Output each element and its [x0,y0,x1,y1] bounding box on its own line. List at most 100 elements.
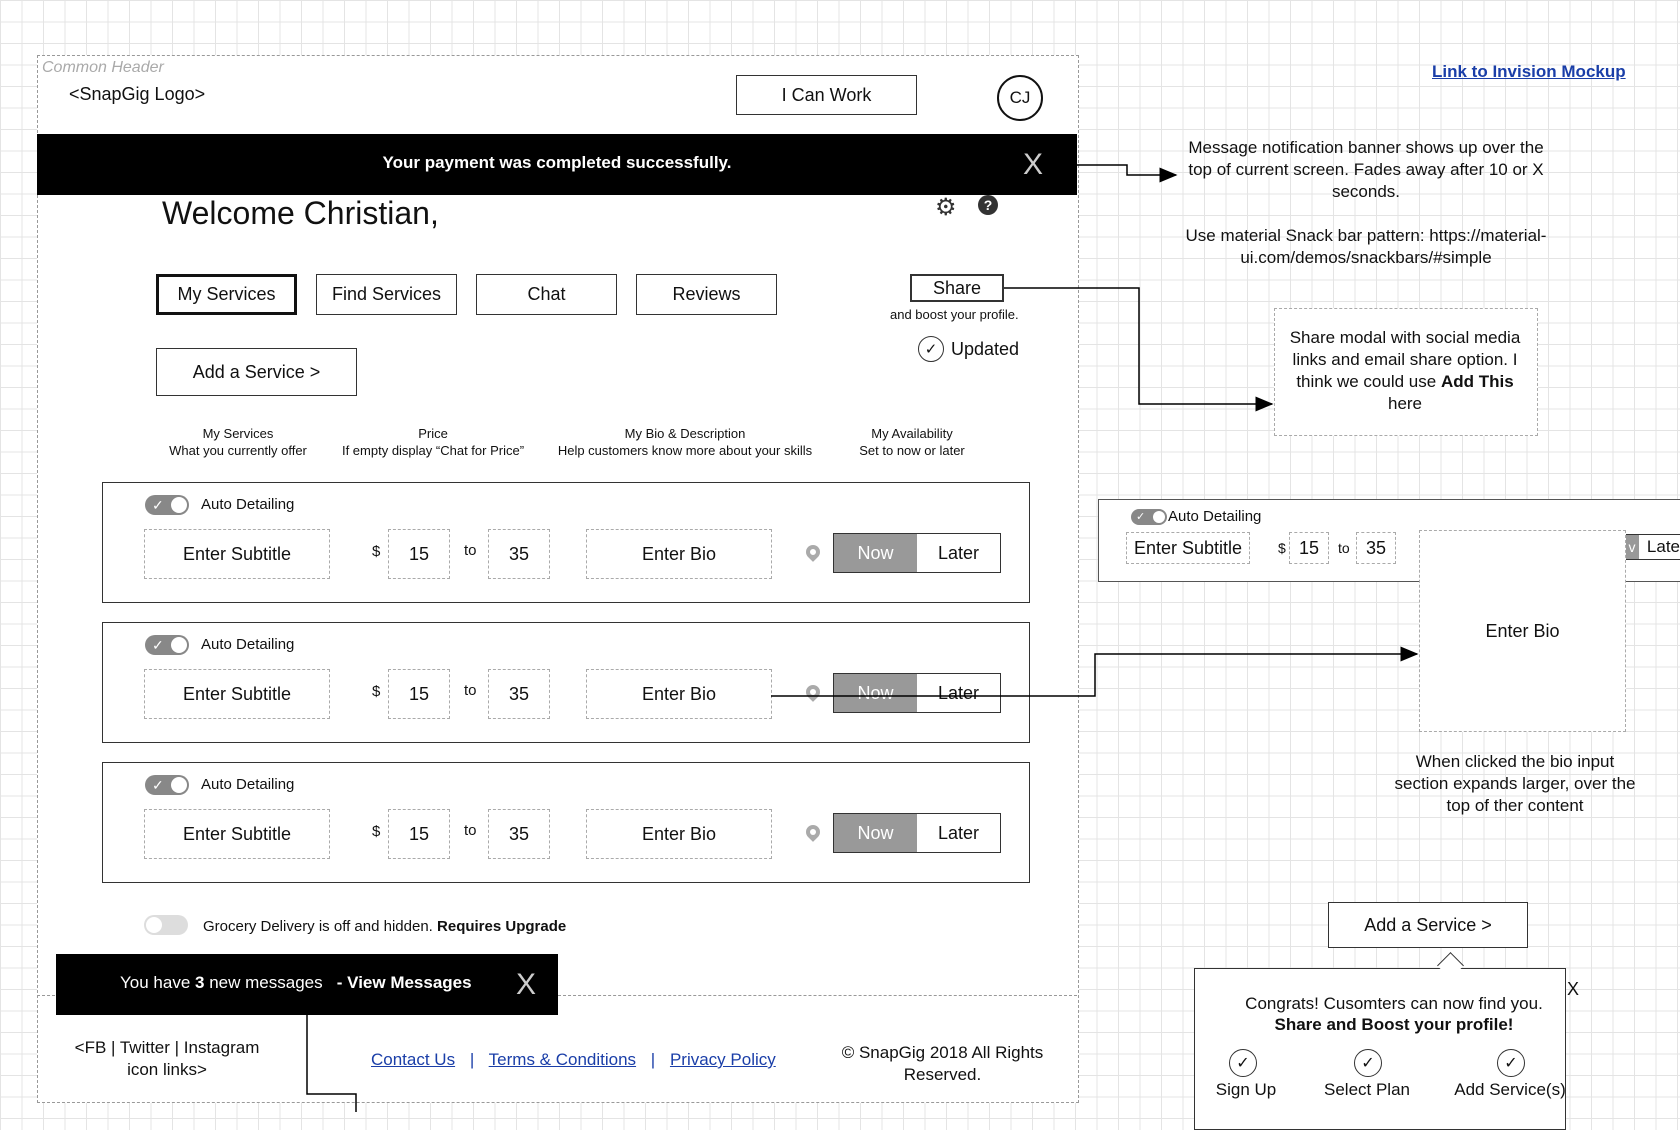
price-min-input[interactable]: 15 [1289,532,1329,564]
price-max-input[interactable]: 35 [488,809,550,859]
later-option[interactable]: Later [937,682,980,703]
bio-input[interactable]: Enter Bio [586,809,772,859]
header-caption: Common Header [42,59,164,76]
bio-input[interactable]: Enter Bio [586,529,772,579]
snackbar-note: Message notification banner shows up ove… [1188,138,1544,201]
availability-toggle[interactable]: Now Later [833,813,1001,853]
service-name: Auto Detailing [201,496,295,513]
currency-label: $ [372,823,381,840]
snackbar-message: Your payment was completed successfully. [382,153,732,172]
now-option[interactable]: v [1625,535,1639,559]
share-button[interactable]: Share [910,274,1004,302]
currency-label: $ [1278,540,1286,556]
to-label: to [464,542,477,559]
price-max-input[interactable]: 35 [488,669,550,719]
service-toggle[interactable]: ✓ [145,775,189,795]
bio-connector [771,646,1419,697]
gear-icon[interactable]: ⚙ [935,194,957,221]
invision-link[interactable]: Link to Invision Mockup [1432,62,1626,81]
check-icon: ✓ [1354,1049,1382,1077]
privacy-link[interactable]: Privacy Policy [669,1050,776,1069]
later-option[interactable]: Later [937,822,980,843]
social-links-placeholder: <FB | Twitter | Instagram icon links> [74,1038,260,1079]
check-icon: ✓ [918,336,944,362]
service-card: ✓ Auto Detailing Enter Subtitle $ 15 to … [102,482,1030,603]
share-modal-note: Share modal with social media links and … [1289,328,1521,413]
price-min-input[interactable]: 15 [388,809,450,859]
messages-close-icon[interactable]: X [516,968,537,1001]
check-icon: ✓ [1229,1049,1257,1077]
tab-find-services[interactable]: Find Services [316,274,457,315]
service-name: Auto Detailing [1168,508,1262,525]
availability-toggle[interactable]: v Late [1624,534,1680,560]
price-max-input[interactable]: 35 [488,529,550,579]
subtitle-input[interactable]: Enter Subtitle [1126,532,1250,564]
snackbar-close-icon[interactable]: X [1022,148,1043,181]
help-icon[interactable]: ? [978,195,998,215]
subtitle-input[interactable]: Enter Subtitle [144,809,330,859]
i-can-work-button[interactable]: I Can Work [736,75,917,115]
now-option[interactable]: Now [834,534,917,572]
subtitle-input[interactable]: Enter Subtitle [144,669,330,719]
availability-toggle[interactable]: Now Later [833,533,1001,573]
updated-label: Updated [951,339,1020,359]
later-option[interactable]: Later [937,542,980,563]
add-service-button[interactable]: Add a Service > [156,348,357,396]
bio-note: When clicked the bio input section expan… [1394,752,1636,815]
subtitle-input[interactable]: Enter Subtitle [144,529,330,579]
service-name: Auto Detailing [201,636,295,653]
currency-label: $ [372,543,381,560]
price-max-input[interactable]: 35 [1356,532,1396,564]
messages-banner: You have 3 new messages - View Messages … [56,954,558,1015]
now-option[interactable]: Now [834,814,917,852]
messages-connector [306,1015,357,1112]
bio-input[interactable]: Enter Bio [586,669,772,719]
service-toggle[interactable]: ✓ [1131,509,1167,525]
snackbar-connector [1077,164,1178,183]
step-select-plan: Select Plan [1324,1080,1410,1099]
share-modal-placeholder [1274,308,1538,436]
tab-my-services[interactable]: My Services [156,274,297,315]
tab-reviews[interactable]: Reviews [636,274,777,315]
service-card: ✓ Auto Detailing Enter Subtitle $ 15 to … [102,622,1030,743]
availability-toggle[interactable]: Now Later [833,673,1001,713]
welcome-title: Welcome Christian, [162,195,439,231]
now-option[interactable]: Now [834,674,917,712]
logo-placeholder: <SnapGig Logo> [69,84,206,104]
share-connector [1004,287,1274,412]
snackbar-pattern-note: Use material Snack bar pattern: https://… [1185,226,1547,267]
copyright: © SnapGig 2018 All Rights Reserved. [841,1043,1044,1084]
expanded-bio-input[interactable]: Enter Bio [1419,530,1626,732]
congrats-line1: Congrats! Cusomters can now find you. [1245,994,1543,1013]
price-min-input[interactable]: 15 [388,669,450,719]
terms-link[interactable]: Terms & Conditions [488,1050,637,1069]
congrats-line2: Share and Boost your profile! [1274,1015,1514,1034]
avatar[interactable]: CJ [997,75,1043,121]
step-sign-up: Sign Up [1215,1080,1277,1099]
footer-links: Contact Us | Terms & Conditions | Privac… [371,1050,776,1069]
step-add-services: Add Service(s) [1454,1080,1566,1099]
check-icon: ✓ [1497,1049,1525,1077]
currency-label: $ [372,683,381,700]
messages-text: You have 3 new messages - View Messages [120,973,472,992]
service-toggle[interactable]: ✓ [145,635,189,655]
snackbar: Your payment was completed successfully.… [37,134,1077,195]
view-messages-link[interactable]: - View Messages [336,973,472,992]
to-label: to [464,822,477,839]
later-option[interactable]: Late [1646,537,1680,556]
contact-link[interactable]: Contact Us [371,1050,456,1069]
service-name: Auto Detailing [201,776,295,793]
add-service-button[interactable]: Add a Service > [1328,902,1528,948]
to-label: to [1338,540,1350,556]
tab-chat[interactable]: Chat [476,274,617,315]
price-min-input[interactable]: 15 [388,529,450,579]
congrats-popover [1194,968,1566,1130]
service-toggle[interactable]: ✓ [145,495,189,515]
popover-close-icon[interactable]: X [1567,979,1580,999]
grocery-toggle[interactable] [144,915,188,935]
